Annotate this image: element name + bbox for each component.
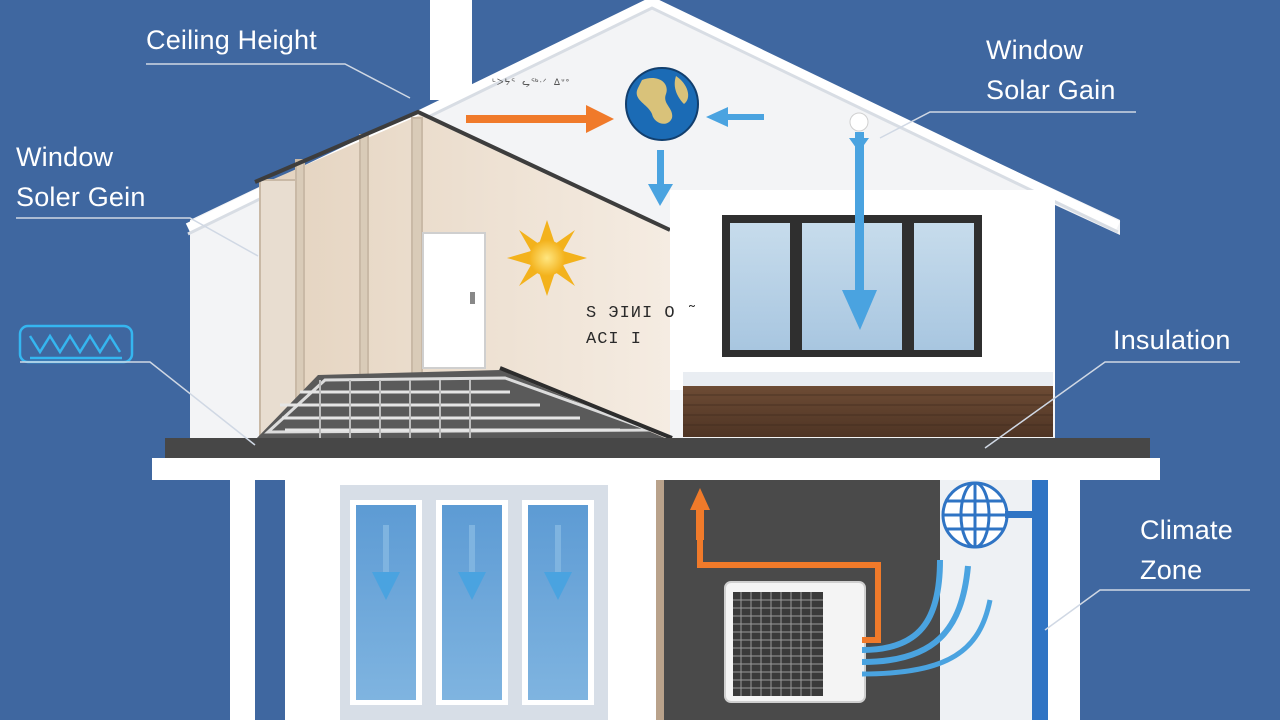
chimney bbox=[430, 0, 472, 100]
climate-zone-label: Climate Zone bbox=[1140, 510, 1233, 590]
window-solar-gain-right-label: Window Solar Gain bbox=[986, 30, 1116, 110]
vent-icon bbox=[18, 324, 134, 364]
floor-slab bbox=[165, 438, 1150, 460]
window-solar-gain-right-line2: Solar Gain bbox=[986, 75, 1116, 105]
globe-icon bbox=[625, 67, 699, 141]
wall-text-line2: ACI I bbox=[586, 330, 643, 349]
heat-arrow-attic bbox=[466, 105, 614, 133]
cool-down-arrow-attic bbox=[648, 150, 673, 206]
climate-zone-line1: Climate bbox=[1140, 515, 1233, 545]
cool-down-arrow-window bbox=[842, 112, 877, 330]
callout-lines bbox=[16, 63, 1250, 631]
lower-windows bbox=[340, 485, 608, 720]
grid-globe-icon bbox=[941, 481, 1009, 549]
lower-window-arrows bbox=[372, 525, 572, 600]
window-solar-gain-left-line2: Soler Gein bbox=[16, 182, 146, 212]
ac-unit-icon bbox=[724, 581, 866, 703]
insulation-label: Insulation bbox=[1113, 325, 1231, 355]
wood-panel bbox=[683, 385, 1053, 437]
sun-icon bbox=[507, 220, 587, 296]
interior-door bbox=[422, 232, 486, 369]
window-solar-gain-left-label: Window Soler Gein bbox=[16, 137, 146, 217]
upper-window bbox=[722, 215, 982, 357]
heat-pipes bbox=[697, 510, 993, 677]
ceiling-height-label: Ceiling Height bbox=[146, 25, 317, 55]
heat-up-arrow bbox=[690, 488, 710, 540]
floor-insulation-layers bbox=[255, 366, 673, 440]
attic-scribble-text: ᒡᐳᔭᕐ ᖤᖅᐧᐟ ᐃᐡᐤ bbox=[492, 78, 571, 88]
cool-arrow-attic bbox=[706, 107, 764, 127]
climate-zone-line2: Zone bbox=[1140, 555, 1203, 585]
window-solar-gain-right-line1: Window bbox=[986, 35, 1084, 65]
window-solar-gain-left-line1: Window bbox=[16, 142, 114, 172]
wall-text-line1: S ЭIИI O ˜ bbox=[586, 304, 699, 323]
